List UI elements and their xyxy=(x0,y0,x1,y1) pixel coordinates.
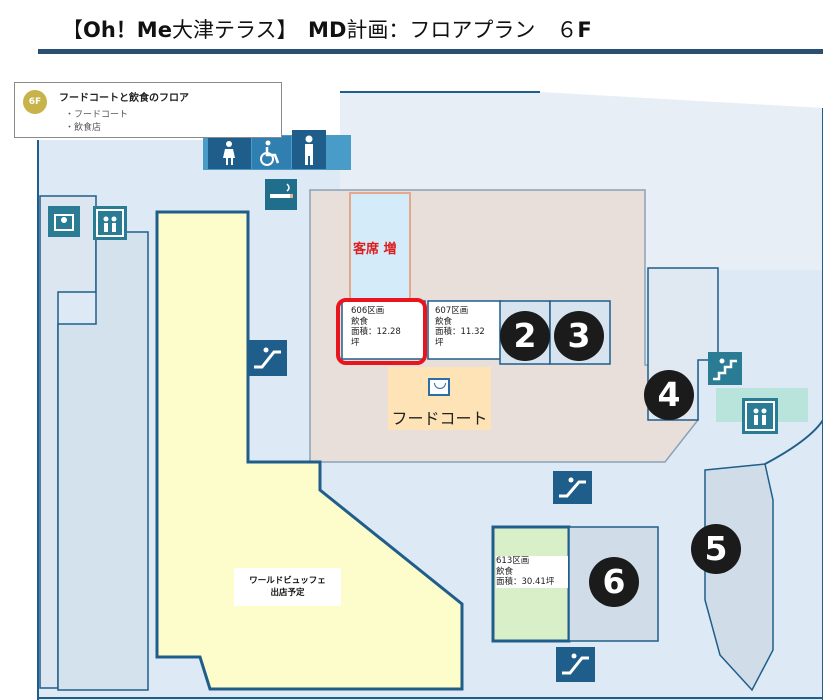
legend-heading: フードコートと飲食のフロア xyxy=(59,93,189,104)
shop-badge-5[interactable]: 5 xyxy=(691,524,741,574)
wheelchair-restroom-icon xyxy=(252,136,291,169)
east-wall xyxy=(764,419,823,465)
buffet-status: 出店予定 xyxy=(270,588,305,598)
shop-607-card[interactable]: 607区画 飲食 面積：11.32 坪 xyxy=(435,306,497,348)
buffet-area xyxy=(155,210,464,691)
floor-badge: 6F xyxy=(23,90,47,114)
elevator-icon xyxy=(93,206,127,240)
seat-increase-label: 客席 増 xyxy=(353,242,397,257)
male-restroom-icon xyxy=(292,130,326,169)
elevator-icon xyxy=(742,398,778,434)
shop-type: 飲食 xyxy=(351,316,369,327)
legend-box: 6F フードコートと飲食のフロア ・フードコート ・飲食店 xyxy=(14,82,282,138)
smoking-area-icon xyxy=(265,179,297,210)
shop-id: 613区画 xyxy=(496,556,530,566)
shop-badge-6[interactable]: 6 xyxy=(589,557,639,607)
shop-badge-2[interactable]: 2 xyxy=(500,311,550,361)
shop-613-card[interactable]: 613区画 飲食 面積：30.41坪 xyxy=(496,556,568,588)
shop-5 xyxy=(704,463,774,692)
female-restroom-icon xyxy=(208,136,251,169)
shop-606-card[interactable]: 606区画 飲食 面積：12.28 坪 xyxy=(351,306,421,348)
title-rule xyxy=(38,49,823,54)
shop-badge-3[interactable]: 3 xyxy=(554,311,604,361)
food-court-label: フードコート xyxy=(391,409,488,428)
highlight-ring-606 xyxy=(336,298,427,365)
shop-unit: 坪 xyxy=(351,337,360,348)
west-block xyxy=(57,231,149,691)
shop-type: 飲食 xyxy=(435,316,453,327)
escalator-icon xyxy=(248,340,287,376)
legend-item: ・フードコート xyxy=(65,110,129,120)
shop-area: 面積：11.32 xyxy=(435,327,485,337)
shop-id: 607区画 xyxy=(435,306,469,316)
nursing-room-icon xyxy=(48,206,80,237)
buffet-name: ワールドビュッフェ xyxy=(249,576,326,586)
escalator-icon xyxy=(553,471,592,504)
upper-right-corridor xyxy=(340,92,823,270)
shop-area: 面積：12.28 xyxy=(351,327,401,337)
food-court-icon xyxy=(428,378,450,396)
page-title: 【Oh！Me大津テラス】 MD計画：フロアプラン ６F xyxy=(62,18,592,42)
shop-badge-4[interactable]: 4 xyxy=(644,370,694,420)
west-wing xyxy=(39,195,97,689)
buffet-label[interactable]: ワールドビュッフェ 出店予定 xyxy=(234,568,341,606)
shop-id: 606区画 xyxy=(351,306,385,316)
escalator-icon xyxy=(556,647,595,682)
shop-unit: 坪 xyxy=(435,337,444,348)
stairs-icon xyxy=(708,352,742,385)
legend-item: ・飲食店 xyxy=(65,123,102,133)
shop-type: 飲食 xyxy=(496,566,514,577)
shop-area: 面積：30.41坪 xyxy=(496,577,555,587)
food-court[interactable]: フードコート xyxy=(388,367,491,430)
